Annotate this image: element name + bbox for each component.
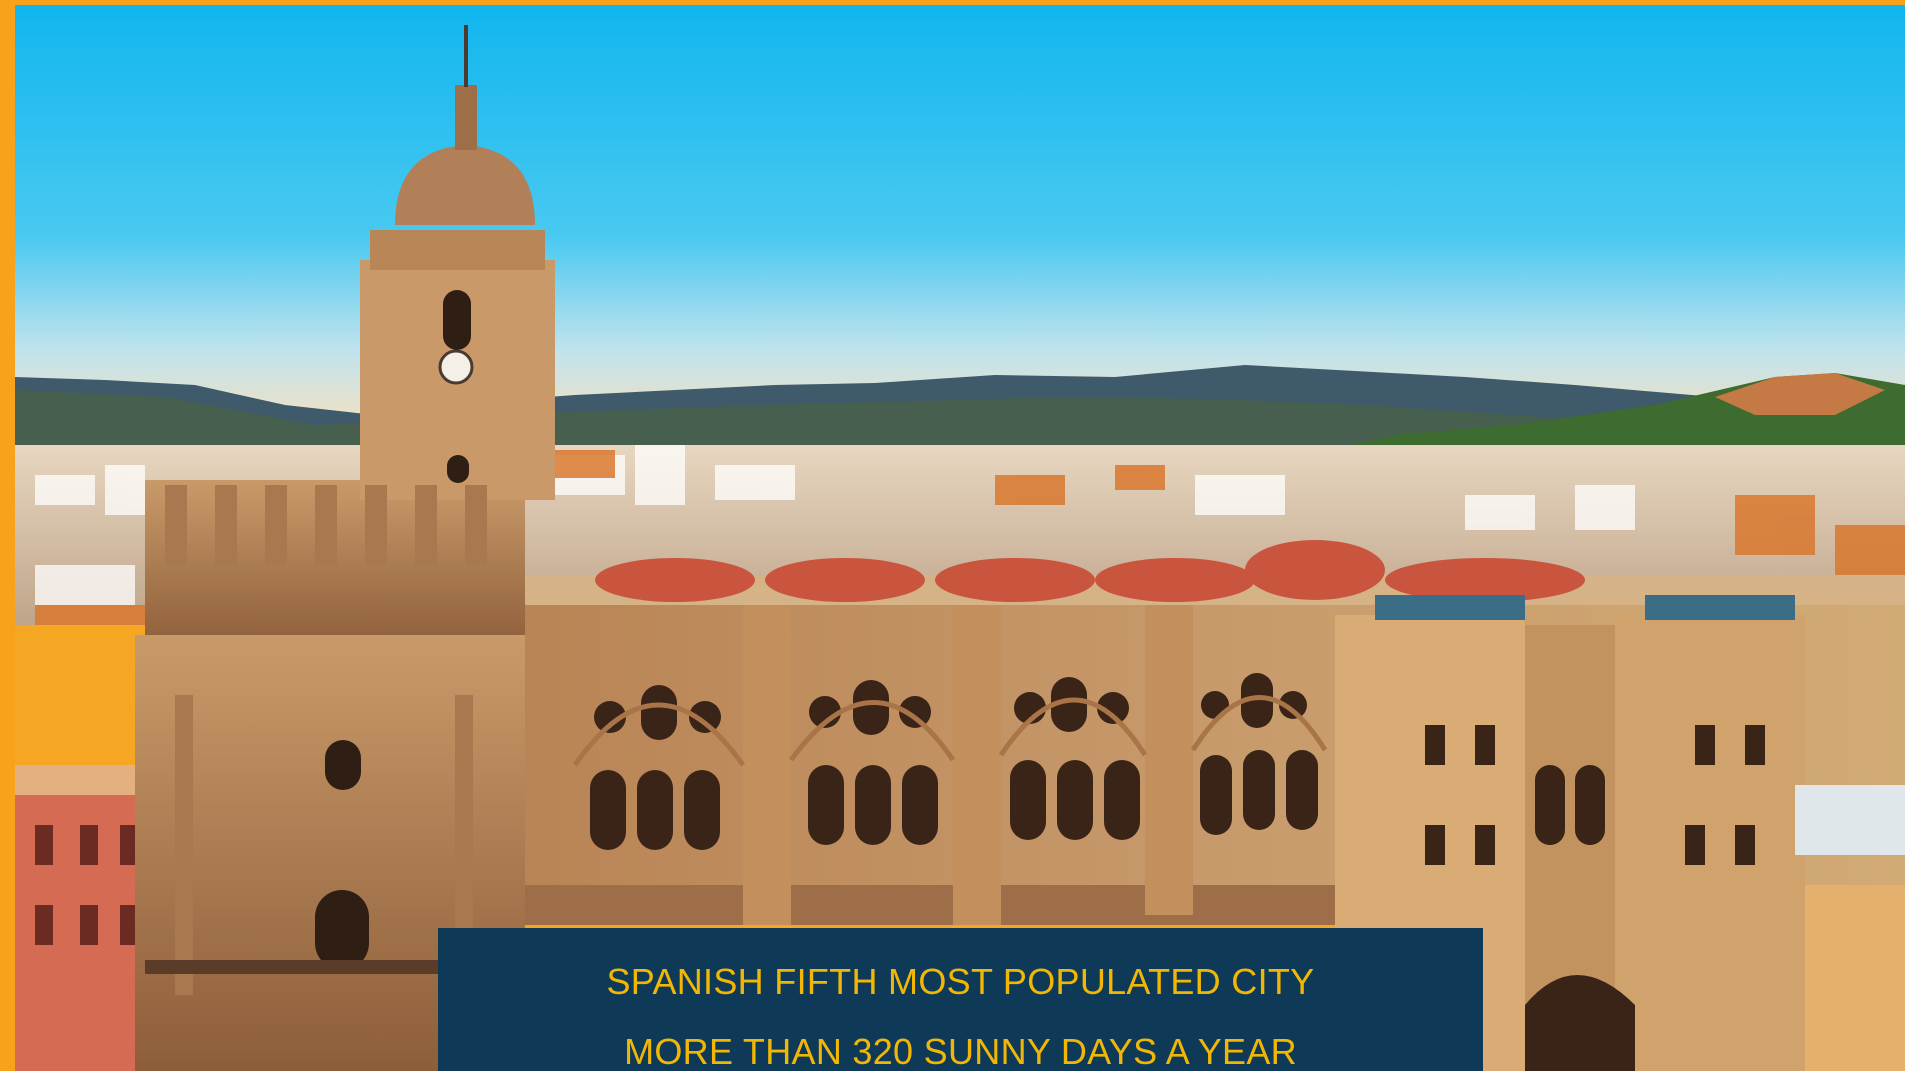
- caption-box: SPANISH FIFTH MOST POPULATED CITY MORE T…: [438, 928, 1483, 1071]
- caption-line-population: SPANISH FIFTH MOST POPULATED CITY: [606, 961, 1315, 1002]
- cathedral-photo: [15, 5, 1905, 1071]
- right-tower-2: [1615, 615, 1805, 1071]
- sky: [15, 5, 1905, 425]
- caption-line-sunny-days: MORE THAN 320 SUNNY DAYS A YEAR: [624, 1031, 1297, 1071]
